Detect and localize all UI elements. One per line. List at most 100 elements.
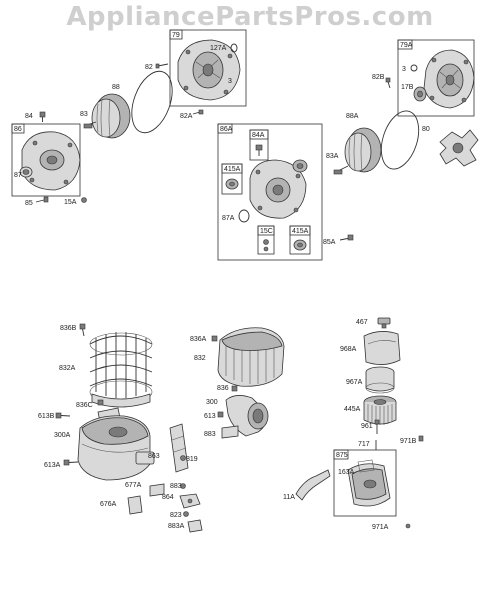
callout-85[interactable]: 85 <box>25 200 33 207</box>
callout-717[interactable]: 717 <box>358 441 370 448</box>
callout-88[interactable]: 88 <box>112 84 120 91</box>
callout-17b[interactable]: 17B <box>401 84 414 91</box>
callout-467[interactable]: 467 <box>356 319 368 326</box>
gasket-88a-group: 88A <box>346 110 420 170</box>
screw-613a-drawing <box>63 459 79 466</box>
gasket-163a-drawing <box>357 459 375 473</box>
callout-15a[interactable]: 15A <box>64 199 77 206</box>
callout-961[interactable]: 961 <box>361 423 373 430</box>
rotor-83a-drawing <box>333 127 382 175</box>
callout-84a[interactable]: 84A <box>252 132 265 139</box>
callout-300a[interactable]: 300A <box>54 432 71 439</box>
callout-677a[interactable]: 677A <box>125 482 142 489</box>
callout-863[interactable]: 863 <box>148 453 160 460</box>
rotor-83-drawing <box>83 93 131 139</box>
callout-80[interactable]: 80 <box>422 126 430 133</box>
sensor-415a-upper-drawing <box>225 178 239 190</box>
bolt-85a-drawing <box>339 234 354 241</box>
screw-823-drawing <box>183 511 189 517</box>
screw-82b-drawing <box>385 77 391 89</box>
screw-82-drawing <box>155 63 169 69</box>
muffler-832-group: 836A 832 836 300 613 883 <box>190 327 285 439</box>
stud-961-drawing <box>374 419 380 434</box>
plug-15a-drawing <box>81 197 87 203</box>
callout-86a[interactable]: 86A <box>220 126 233 133</box>
callout-3-right[interactable]: 3 <box>402 66 406 73</box>
screw-613-drawing <box>217 411 224 418</box>
deflector-863-drawing <box>169 423 189 473</box>
callout-127a[interactable]: 127A <box>210 45 227 52</box>
callout-82[interactable]: 82 <box>145 64 153 71</box>
sensor-415a-lower-drawing <box>293 239 307 251</box>
callout-883a[interactable]: 883A <box>168 523 185 530</box>
watermark: AppliancePartsPros.com <box>66 2 434 32</box>
bolt-84a-drawing <box>255 144 263 156</box>
callout-300[interactable]: 300 <box>206 399 218 406</box>
seal-127a-drawing <box>230 43 238 53</box>
box-875 <box>333 449 397 517</box>
muffler-300a-drawing <box>77 415 155 481</box>
filter-445a-drawing <box>363 395 397 425</box>
screw-836b-drawing <box>79 323 86 330</box>
callout-836c[interactable]: 836C <box>76 402 93 409</box>
box-86a <box>217 123 323 261</box>
rotor-83-group: 83 <box>80 93 131 139</box>
callout-832a[interactable]: 832A <box>59 365 76 372</box>
callout-613a[interactable]: 613A <box>44 462 61 469</box>
callout-15c[interactable]: 15C <box>260 228 273 235</box>
callout-415a-lower[interactable]: 415A <box>292 228 309 235</box>
rotor-83a-group: 83A <box>326 127 382 175</box>
clip-883a-drawing <box>187 519 203 533</box>
prefilter-967a-drawing <box>365 366 395 394</box>
callout-823[interactable]: 823 <box>170 512 182 519</box>
callout-85a[interactable]: 85A <box>323 239 336 246</box>
callout-864[interactable]: 864 <box>162 494 174 501</box>
callout-875[interactable]: 875 <box>336 452 348 459</box>
plate-677a-drawing <box>149 483 165 497</box>
callout-613[interactable]: 613 <box>204 413 216 420</box>
callout-883-upper[interactable]: 883 <box>204 431 216 438</box>
callout-415a-upper[interactable]: 415A <box>224 166 241 173</box>
callout-836[interactable]: 836 <box>217 385 229 392</box>
muffler-guard-group: 836B 832A 836C 613B 300A 613A <box>38 323 155 481</box>
clamp-883-upper-drawing <box>221 425 239 439</box>
callout-819[interactable]: 819 <box>186 456 198 463</box>
air-cleaner-group: 467 968A 967A 445A 961 717 <box>283 317 424 531</box>
callout-84[interactable]: 84 <box>25 113 33 120</box>
callout-82a[interactable]: 82A <box>180 113 193 120</box>
bolt-85a-group: 85A <box>323 234 354 246</box>
housing-79-drawing <box>177 39 241 101</box>
housing-79a-group: 79A 3 17B 82B <box>372 39 475 117</box>
screw-82a-drawing <box>192 109 204 115</box>
callout-445a[interactable]: 445A <box>344 406 361 413</box>
callout-883-lower[interactable]: 883 <box>170 483 182 490</box>
callout-79[interactable]: 79 <box>172 32 180 39</box>
callout-163a[interactable]: 163A <box>338 469 355 476</box>
callout-971a[interactable]: 971A <box>372 524 389 531</box>
callout-86[interactable]: 86 <box>14 126 22 133</box>
callout-82b[interactable]: 82B <box>372 74 385 81</box>
callout-676a[interactable]: 676A <box>100 501 117 508</box>
callout-88a[interactable]: 88A <box>346 113 359 120</box>
screw-971b-drawing <box>418 435 424 442</box>
callout-3-left[interactable]: 3 <box>228 78 232 85</box>
callout-836a[interactable]: 836A <box>190 336 207 343</box>
callout-83[interactable]: 83 <box>80 111 88 118</box>
callout-832[interactable]: 832 <box>194 355 206 362</box>
callout-836b[interactable]: 836B <box>60 325 77 332</box>
screw-836a-drawing <box>211 335 218 342</box>
callout-613b[interactable]: 613B <box>38 413 55 420</box>
knob-467-drawing <box>377 317 391 329</box>
callout-967a[interactable]: 967A <box>346 379 363 386</box>
ring-3-right-drawing <box>410 64 418 72</box>
callout-968a[interactable]: 968A <box>340 346 357 353</box>
callout-79a[interactable]: 79A <box>400 42 413 49</box>
callout-83a[interactable]: 83A <box>326 153 339 160</box>
cover-86-drawing <box>19 131 81 191</box>
seal-87a-drawing <box>238 209 250 223</box>
callout-87a[interactable]: 87A <box>222 215 235 222</box>
callout-971b[interactable]: 971B <box>400 438 417 445</box>
housing-79-group: 79 127A 3 82A <box>169 29 247 120</box>
callout-87[interactable]: 87 <box>14 172 22 179</box>
callout-11a[interactable]: 11A <box>283 494 295 501</box>
